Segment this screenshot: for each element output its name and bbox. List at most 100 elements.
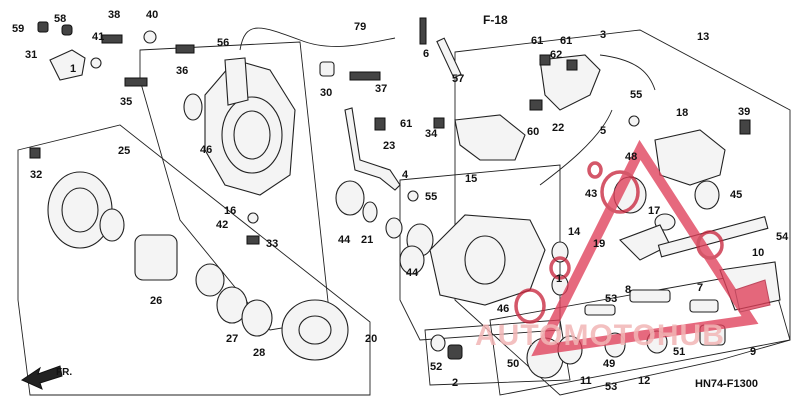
callout-2: 2 [452, 377, 458, 389]
watermark [514, 139, 771, 357]
red-ring-10-icon [696, 230, 724, 260]
upper-housing [183, 57, 296, 245]
direction-marker: F-18 [483, 13, 508, 27]
callout-36: 36 [176, 65, 188, 77]
callout-59: 59 [12, 23, 24, 35]
bottom-group-frame [424, 319, 571, 386]
callout-12: 12 [638, 375, 650, 387]
callout-49: 49 [603, 358, 615, 370]
bearing-44a-icon [335, 180, 365, 216]
callout-45: 45 [730, 189, 742, 201]
breather-56-icon [224, 57, 249, 106]
housing-bore-inner-icon [233, 110, 271, 160]
ring-gear-hub-icon [298, 315, 332, 345]
spring-53-icon [584, 304, 616, 316]
callout-21: 21 [361, 234, 373, 246]
callout-53: 53 [605, 381, 617, 393]
case-group-frame [399, 164, 561, 341]
red-ring-46-icon [514, 288, 546, 324]
left-group-frame [17, 124, 371, 396]
callout-22: 22 [552, 122, 564, 134]
sensor-4-icon [344, 107, 401, 191]
callout-3: 3 [600, 29, 606, 41]
callout-79: 79 [354, 21, 366, 33]
callout-26: 26 [150, 295, 162, 307]
callout-44: 44 [338, 234, 351, 246]
bracket-22-icon [539, 54, 601, 111]
callout-50: 50 [507, 358, 519, 370]
watermark-text: AUTOMOTOHUB [475, 319, 725, 352]
red-ring-14-icon [549, 256, 571, 280]
callout-18: 18 [676, 107, 688, 119]
spring-8-icon [629, 289, 671, 303]
bolt-61c-icon [566, 59, 578, 71]
bearing-45-icon [694, 180, 720, 210]
tube-79-icon [239, 27, 396, 51]
wire-5-icon [539, 109, 613, 186]
seal-46-icon [183, 93, 203, 121]
callout-42: 42 [216, 219, 228, 231]
watermark-triangle-icon [531, 139, 759, 357]
gear-26-icon [134, 234, 178, 281]
callout-58: 58 [54, 13, 66, 25]
callout-56: 56 [217, 37, 229, 49]
red-ring-43-icon [587, 161, 603, 179]
gear-side-icon [195, 263, 225, 297]
callout-46: 46 [497, 303, 509, 315]
callout-28: 28 [253, 347, 265, 359]
callout-53: 53 [605, 293, 617, 305]
bolt-32-icon [29, 147, 41, 159]
housing-18-icon [654, 129, 726, 186]
tube-57-icon [436, 37, 462, 79]
callout-17: 17 [648, 205, 660, 217]
callout-61: 61 [531, 35, 543, 47]
callout-8: 8 [625, 284, 631, 296]
callout-14: 14 [568, 226, 581, 238]
callout-31: 31 [25, 49, 37, 61]
callout-9: 9 [750, 346, 756, 358]
front-arrow [20, 365, 63, 390]
oring-55b-icon [628, 115, 640, 127]
bolt-37-icon [349, 71, 381, 81]
callout-23: 23 [383, 140, 395, 152]
callout-43: 43 [585, 188, 597, 200]
callout-16: 16 [224, 205, 236, 217]
bolt-36-icon [175, 44, 195, 54]
callout-15: 15 [465, 173, 477, 185]
bearing-44b-icon [399, 245, 425, 275]
nut-41-icon [90, 57, 102, 69]
callout-34: 34 [425, 128, 438, 140]
nut-58-icon [61, 24, 73, 36]
callout-25: 25 [118, 145, 130, 157]
oring-55a-icon [407, 190, 419, 202]
callout-38: 38 [108, 9, 120, 21]
front-arrow-label: FR. [56, 367, 72, 378]
bolt-34-icon [433, 117, 445, 129]
callout-48: 48 [625, 151, 637, 163]
main-case [429, 214, 546, 306]
bracket-24-icon [454, 114, 526, 161]
front-arrow-icon [20, 365, 63, 390]
callout-54: 54 [776, 231, 789, 243]
clip-6-icon [419, 17, 427, 45]
callout-62: 62 [550, 49, 562, 61]
shaft-group-frame [489, 269, 791, 396]
case-bore-icon [61, 187, 99, 233]
differential-case [47, 171, 349, 361]
bolt-39-icon [739, 119, 751, 135]
callout-1: 1 [70, 63, 76, 75]
callout-27: 27 [226, 333, 238, 345]
center-parts [335, 107, 526, 275]
shim-28-icon [241, 299, 273, 337]
callout-60: 60 [527, 126, 539, 138]
wire-3-icon [599, 54, 656, 91]
callout-61: 61 [560, 35, 572, 47]
callout-40: 40 [146, 9, 158, 21]
bolt-59-icon [37, 21, 49, 33]
callout-41: 41 [92, 31, 104, 43]
callout-51: 51 [673, 346, 685, 358]
red-ring-48-icon [600, 170, 640, 214]
nut-40-icon [143, 30, 157, 44]
